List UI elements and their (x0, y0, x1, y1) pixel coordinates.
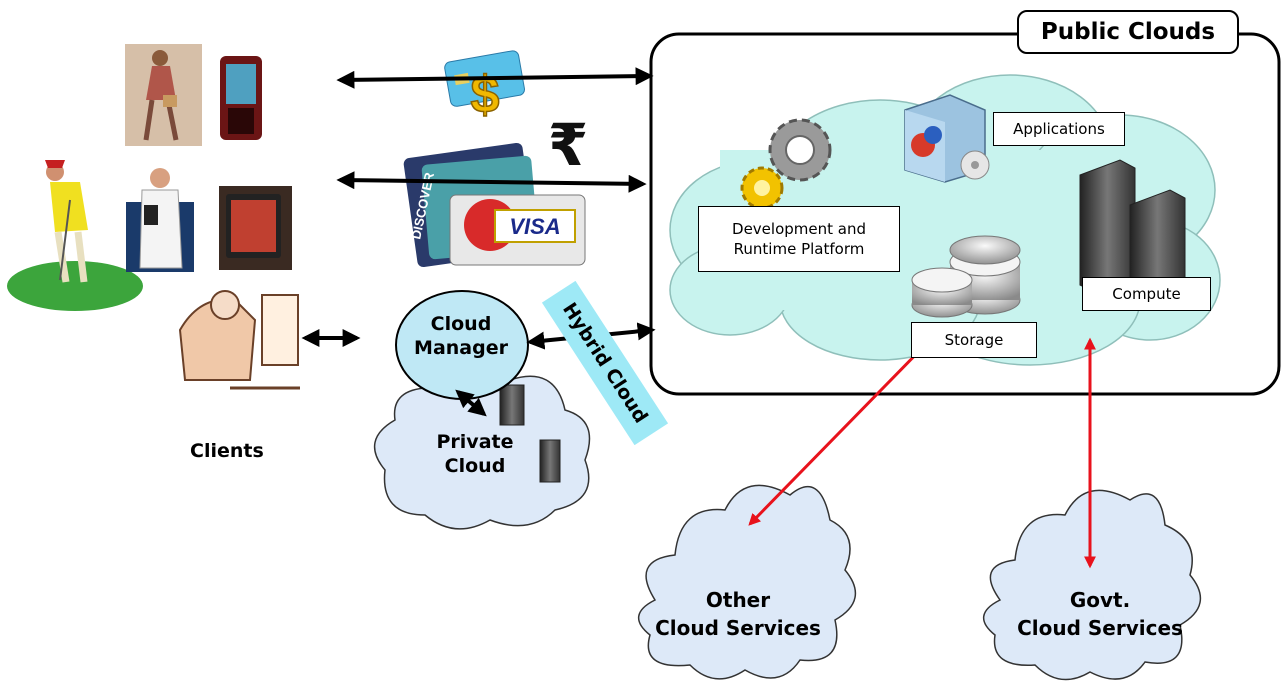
govt-line1: Govt. (1069, 588, 1131, 612)
govt-cloud-services-label: Govt. Cloud Services (990, 586, 1210, 642)
tablet-image (219, 186, 292, 270)
cloud-manager-label: Cloud Manager (414, 313, 508, 359)
red-arrow-storage-to-other (748, 338, 932, 526)
public-clouds-title: Public Clouds (1017, 10, 1239, 54)
clients-label: Clients (190, 440, 264, 462)
mobile-phone-image (220, 56, 262, 140)
storage-label: Storage (911, 322, 1037, 358)
other-cloud-services-label: Other Cloud Services (630, 586, 846, 642)
other-cloud-services-shape (638, 484, 857, 680)
dollar-symbol: $ (471, 66, 500, 124)
doctor-image (126, 168, 194, 272)
rupee-symbol: ₹ (548, 111, 588, 179)
applications-box-icon (904, 94, 990, 183)
platform-label: Development and Runtime Platform (698, 206, 900, 272)
credit-card-dollar-icon: $ (444, 50, 525, 125)
arrow-mobile-to-public (336, 67, 654, 89)
private-cloud-shape (373, 370, 591, 530)
compute-label: Compute (1082, 277, 1211, 311)
govt-cloud-services-shape (983, 489, 1202, 681)
arrow-devices-to-public (336, 171, 647, 193)
other-line1: Other (705, 588, 771, 612)
arrow-manager-to-private (455, 389, 487, 417)
business-woman-image (125, 44, 202, 146)
storage-disks-icon (911, 235, 1021, 318)
platform-gears-icon (740, 118, 832, 210)
golfer-image (7, 160, 143, 311)
govt-line2: Cloud Services (1017, 616, 1183, 640)
visa-logo: VISA (509, 214, 560, 239)
computer-user-image (178, 290, 300, 390)
private-cloud-label: Private Cloud (436, 431, 514, 477)
applications-label: Applications (993, 112, 1125, 146)
other-line2: Cloud Services (655, 616, 821, 640)
private-cloud-servers-icon (499, 384, 561, 483)
